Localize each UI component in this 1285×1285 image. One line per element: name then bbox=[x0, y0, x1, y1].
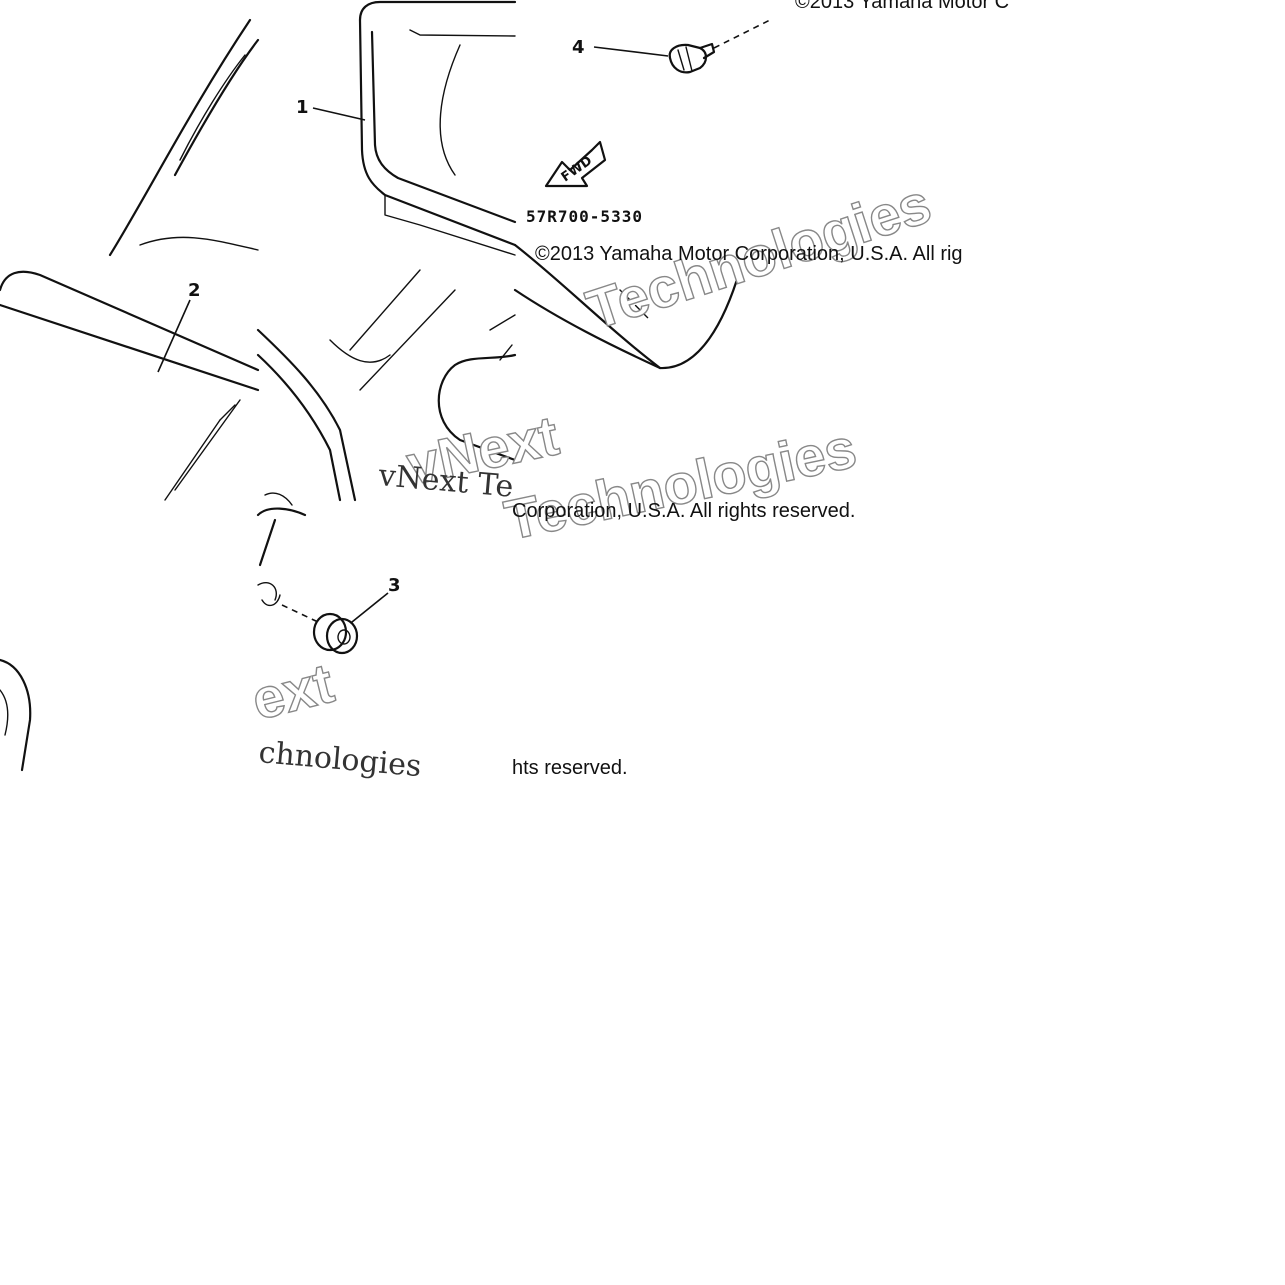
part-code-label: 57R700-5330 bbox=[526, 207, 643, 226]
cowl-center-drawing bbox=[256, 269, 517, 502]
callout-1: 1 bbox=[296, 97, 309, 118]
copyright-text: Corporation, U.S.A. All rights reserved. bbox=[512, 500, 855, 522]
copyright-text: ©2013 Yamaha Motor Corporation, U.S.A. A… bbox=[535, 243, 963, 265]
part-4-bolt bbox=[668, 19, 771, 74]
callout-3: 3 bbox=[388, 575, 401, 596]
cowl-side-drawing bbox=[108, 18, 260, 257]
callout-4: 4 bbox=[572, 37, 585, 58]
callout-2: 2 bbox=[188, 280, 201, 301]
part-1-headlight-housing bbox=[358, 0, 742, 370]
part-3-grommet bbox=[256, 492, 359, 655]
fwd-arrow: FWD bbox=[544, 140, 607, 188]
part-2-cover-panel bbox=[0, 270, 260, 772]
watermark-text: ext bbox=[246, 651, 340, 732]
copyright-text: hts reserved. bbox=[512, 757, 628, 779]
copyright-text: ©2013 Yamaha Motor C bbox=[795, 0, 1009, 13]
callout-leaders bbox=[157, 46, 669, 623]
fwd-label: FWD bbox=[559, 153, 596, 185]
watermark-text: chnologies bbox=[257, 735, 423, 784]
